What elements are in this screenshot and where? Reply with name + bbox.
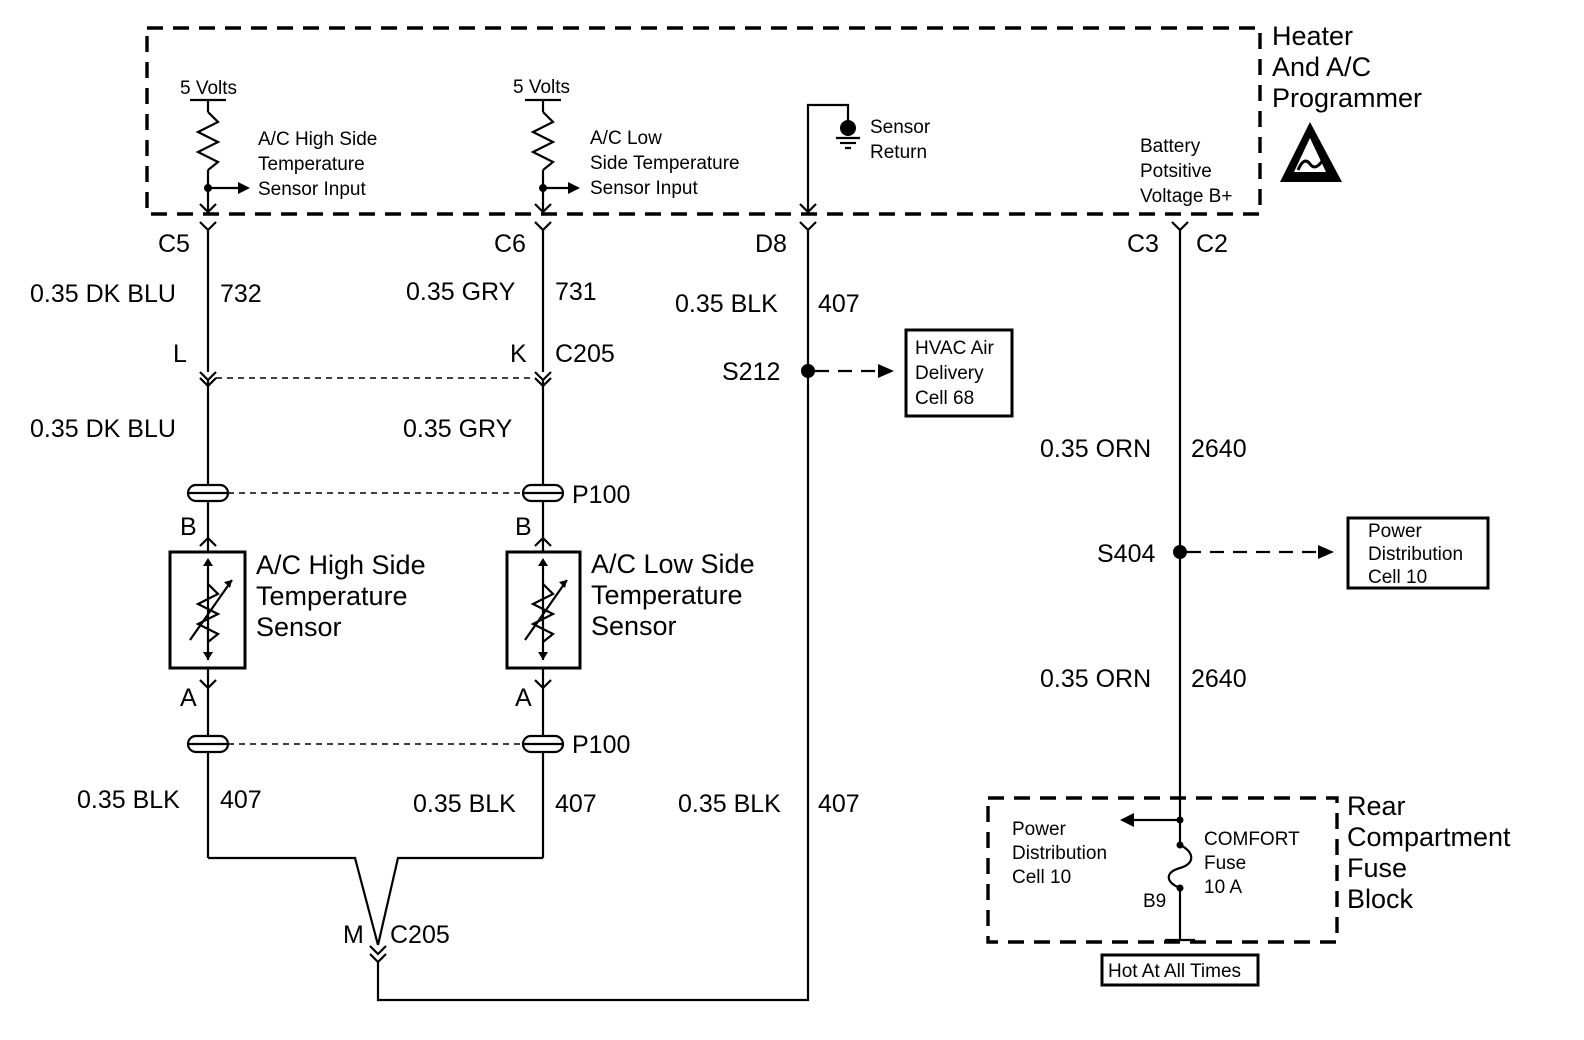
pin-b9: B9 bbox=[1143, 891, 1166, 912]
battery-label-2: Potsitive bbox=[1140, 161, 1212, 182]
splice-s404 bbox=[1173, 545, 1187, 559]
programmer-title-line3: Programmer bbox=[1272, 83, 1422, 113]
p100-inline-left-bottom bbox=[186, 734, 230, 754]
wire-blk-d8-label: 0.35 BLK bbox=[675, 290, 778, 318]
high-sensor-label-3: Sensor bbox=[256, 612, 342, 642]
low-sensor-label-2: Temperature bbox=[591, 580, 743, 610]
wire-blk-left-circuit: 407 bbox=[220, 786, 262, 814]
ground-merge-wires bbox=[208, 856, 380, 946]
battery-label-3: Voltage B+ bbox=[1140, 186, 1232, 207]
pullup-resistor-right bbox=[525, 98, 580, 214]
pin-m: M bbox=[343, 921, 364, 949]
fuse-power-dist-2: Distribution bbox=[1012, 843, 1107, 864]
sensor-return-label-1: Sensor bbox=[870, 117, 931, 138]
ground-return-wire bbox=[376, 230, 810, 1002]
pin-b-left: B bbox=[180, 513, 197, 541]
pin-a-right: A bbox=[515, 684, 532, 712]
fuse-block-internal bbox=[1120, 813, 1195, 942]
splice-s212-label: S212 bbox=[722, 358, 780, 386]
wire-gry-lower-label: 0.35 GRY bbox=[403, 415, 513, 443]
wire-orn-upper-circuit: 2640 bbox=[1191, 435, 1247, 463]
p100-bottom-label: P100 bbox=[572, 731, 630, 759]
hot-at-all-times-label: Hot At All Times bbox=[1108, 961, 1241, 982]
pin-a-left: A bbox=[180, 684, 197, 712]
p100-inline-right-top bbox=[521, 483, 565, 503]
high-sensor-label-2: Temperature bbox=[256, 581, 408, 611]
p100-top-label: P100 bbox=[572, 481, 630, 509]
programmer-connector-marks bbox=[199, 221, 1189, 232]
pin-c3: C3 bbox=[1127, 230, 1159, 258]
low-input-label-3: Sensor Input bbox=[590, 178, 698, 199]
fuse-block-enclosure bbox=[986, 796, 1339, 944]
splice-s212 bbox=[801, 364, 815, 378]
high-input-label-2: Temperature bbox=[258, 154, 365, 175]
fuse-block-title-1: Rear bbox=[1347, 791, 1406, 821]
wire-dk-blu-upper-circuit: 732 bbox=[220, 280, 262, 308]
fuse-label-2: Fuse bbox=[1204, 853, 1246, 874]
wire-blk-mid-circuit: 407 bbox=[555, 790, 597, 818]
wire-gry-upper-label: 0.35 GRY bbox=[406, 278, 516, 306]
pin-d8: D8 bbox=[755, 230, 787, 258]
fuse-label-1: COMFORT bbox=[1204, 829, 1300, 850]
programmer-title-line1: Heater bbox=[1272, 21, 1353, 51]
fuse-block-title-4: Block bbox=[1347, 884, 1414, 914]
pin-c2: C2 bbox=[1196, 230, 1228, 258]
high-side-sensor-symbol bbox=[168, 550, 247, 670]
low-sensor-label-1: A/C Low Side bbox=[591, 549, 755, 579]
pin-l: L bbox=[173, 340, 187, 368]
wire-dk-blu-lower-label: 0.35 DK BLU bbox=[30, 415, 176, 443]
programmer-enclosure bbox=[145, 26, 1262, 216]
fuse-power-dist-1: Power bbox=[1012, 819, 1067, 840]
wire-blk-right-label: 0.35 BLK bbox=[678, 790, 781, 818]
wire-blk-d8-circuit: 407 bbox=[818, 290, 860, 318]
pin-b-right: B bbox=[515, 513, 532, 541]
splice-s404-label: S404 bbox=[1097, 540, 1155, 568]
high-input-label-1: A/C High Side bbox=[258, 129, 377, 150]
low-sensor-label-3: Sensor bbox=[591, 611, 677, 641]
high-sensor-label-1: A/C High Side bbox=[256, 550, 426, 580]
wire-dk-blu-upper-label: 0.35 DK BLU bbox=[30, 280, 176, 308]
low-input-label-2: Side Temperature bbox=[590, 153, 740, 174]
connector-c205-bottom: C205 bbox=[390, 921, 450, 949]
fuse-power-dist-3: Cell 10 bbox=[1012, 867, 1071, 888]
wire-orn-upper-label: 0.35 ORN bbox=[1040, 435, 1151, 463]
sensor-return-ground-icon bbox=[799, 103, 860, 214]
high-input-label-3: Sensor Input bbox=[258, 179, 366, 200]
hvac-ref-label-1: HVAC Air bbox=[915, 338, 995, 359]
hvac-ref-label-2: Delivery bbox=[915, 363, 984, 384]
power-dist-ref-label-2: Distribution bbox=[1368, 544, 1463, 565]
hvac-ref-label-3: Cell 68 bbox=[915, 388, 974, 409]
pin-c6: C6 bbox=[494, 230, 526, 258]
low-side-sensor-symbol bbox=[505, 550, 582, 670]
pullup-resistor-left bbox=[190, 98, 250, 214]
battery-label-1: Battery bbox=[1140, 136, 1201, 157]
pin-k: K bbox=[510, 340, 527, 368]
power-dist-ref-label-1: Power bbox=[1368, 521, 1423, 542]
hot-at-all-times-box bbox=[1100, 953, 1260, 987]
fuse-block-title-2: Compartment bbox=[1347, 822, 1511, 852]
pin-c5: C5 bbox=[158, 230, 190, 258]
p100-inline-left-top bbox=[186, 483, 230, 503]
hvac-ref-box bbox=[904, 328, 1014, 418]
p100-inline-right-bottom bbox=[521, 734, 565, 754]
connector-c205: C205 bbox=[555, 340, 615, 368]
power-dist-ref-box bbox=[1346, 516, 1490, 590]
programmer-title-line2: And A/C bbox=[1272, 52, 1371, 82]
fuse-block-title-3: Fuse bbox=[1347, 853, 1407, 883]
wire-orn-lower-label: 0.35 ORN bbox=[1040, 665, 1151, 693]
power-dist-ref-label-3: Cell 10 bbox=[1368, 567, 1427, 588]
wire-orn-lower-circuit: 2640 bbox=[1191, 665, 1247, 693]
fuse-label-3: 10 A bbox=[1204, 877, 1242, 898]
esd-warning-icon bbox=[1280, 122, 1342, 182]
wire-blk-left-label: 0.35 BLK bbox=[77, 786, 180, 814]
wire-gry-upper-circuit: 731 bbox=[555, 278, 597, 306]
wire-blk-mid-label: 0.35 BLK bbox=[413, 790, 516, 818]
wire-blk-right-circuit: 407 bbox=[818, 790, 860, 818]
low-input-label-1: A/C Low bbox=[590, 128, 662, 149]
volts-left-label: 5 Volts bbox=[180, 78, 237, 99]
volts-right-label: 5 Volts bbox=[513, 77, 570, 98]
sensor-return-label-2: Return bbox=[870, 142, 927, 163]
